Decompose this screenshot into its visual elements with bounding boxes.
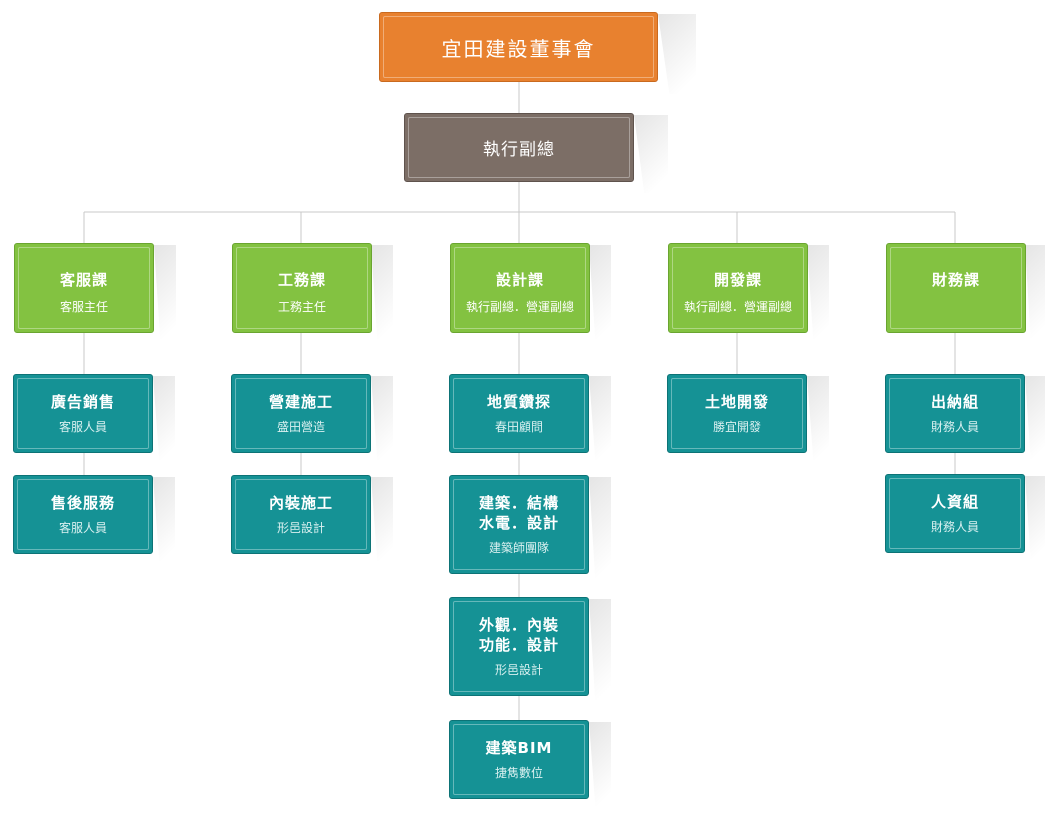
- department-title: 財務課: [931, 271, 980, 289]
- department-lead: 執行副總．營運副總: [465, 300, 574, 314]
- unit-sub: 建築師團隊: [488, 541, 549, 555]
- unit-title: 建築BIM: [485, 739, 553, 757]
- unit-title: 外觀．內裝: [478, 616, 559, 634]
- department-node-development: 開發課 執行副總．營運副總: [668, 243, 808, 333]
- unit-node: 人資組 財務人員: [885, 474, 1025, 553]
- unit-title: 人資組: [930, 493, 979, 511]
- vp-node: 執行副總: [404, 113, 634, 182]
- department-title: 工務課: [277, 271, 326, 289]
- unit-node: 建築BIM 捷雋數位: [449, 720, 589, 799]
- unit-title: 地質鑽探: [486, 393, 551, 411]
- unit-title-line2: 功能．設計: [478, 636, 559, 654]
- unit-title: 出納組: [930, 393, 979, 411]
- unit-node: 內裝施工 形邑設計: [231, 475, 371, 554]
- unit-node: 外觀．內裝 功能．設計 形邑設計: [449, 597, 589, 696]
- unit-sub: 客服人員: [58, 420, 107, 434]
- board-title: 宜田建設董事會: [441, 36, 596, 61]
- vp-title: 執行副總: [483, 140, 555, 160]
- unit-sub: 財務人員: [930, 420, 979, 434]
- department-lead: 執行副總．營運副總: [683, 300, 792, 314]
- unit-node: 售後服務 客服人員: [13, 475, 153, 554]
- department-title: 設計課: [495, 271, 544, 289]
- department-node-design: 設計課 執行副總．營運副總: [450, 243, 590, 333]
- unit-title: 建築．結構: [478, 494, 559, 512]
- department-node-service: 客服課 客服主任: [14, 243, 154, 333]
- board-node: 宜田建設董事會: [379, 12, 658, 82]
- unit-sub: 捷雋數位: [494, 766, 543, 780]
- unit-sub: 財務人員: [930, 520, 979, 534]
- unit-sub: 形邑設計: [276, 521, 325, 535]
- unit-title: 營建施工: [268, 393, 333, 411]
- unit-sub: 客服人員: [58, 521, 107, 535]
- unit-title-line2: 水電．設計: [478, 514, 559, 532]
- unit-node: 出納組 財務人員: [885, 374, 1025, 453]
- department-node-engineering: 工務課 工務主任: [232, 243, 372, 333]
- unit-node: 營建施工 盛田營造: [231, 374, 371, 453]
- unit-sub: 形邑設計: [494, 663, 543, 677]
- unit-sub: 盛田營造: [276, 420, 325, 434]
- department-title: 客服課: [59, 271, 108, 289]
- department-title: 開發課: [713, 271, 762, 289]
- department-node-finance: 財務課: [886, 243, 1026, 333]
- unit-sub: 勝宜開發: [712, 420, 761, 434]
- unit-node: 地質鑽探 春田顧問: [449, 374, 589, 453]
- unit-node: 建築．結構 水電．設計 建築師團隊: [449, 475, 589, 574]
- unit-title: 內裝施工: [268, 494, 333, 512]
- department-lead: 客服主任: [59, 300, 108, 314]
- department-lead: 工務主任: [277, 300, 326, 314]
- unit-title: 廣告銷售: [50, 393, 115, 411]
- unit-title: 土地開發: [704, 393, 769, 411]
- unit-sub: 春田顧問: [494, 420, 543, 434]
- unit-node: 土地開發 勝宜開發: [667, 374, 807, 453]
- unit-title: 售後服務: [50, 494, 115, 512]
- unit-node: 廣告銷售 客服人員: [13, 374, 153, 453]
